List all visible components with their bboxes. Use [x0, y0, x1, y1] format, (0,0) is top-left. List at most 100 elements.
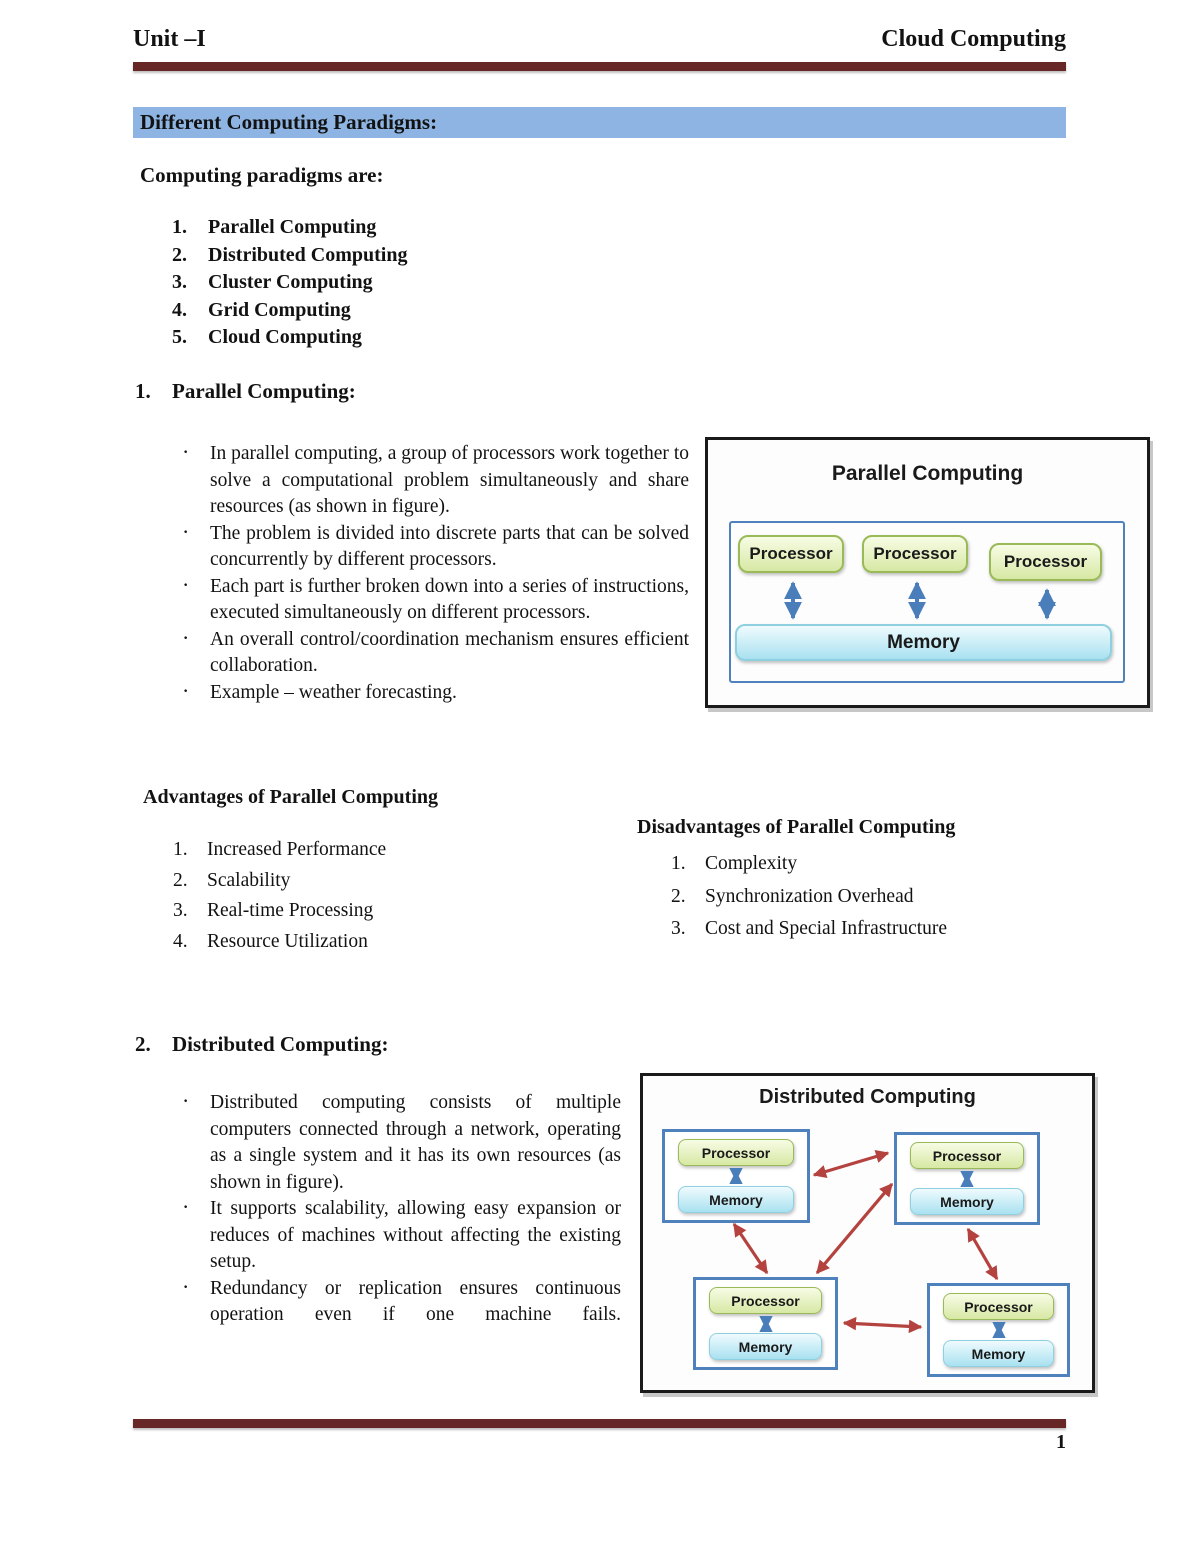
bullet-dot: · [182, 1273, 190, 1299]
parallel-computing-diagram: Parallel Computing Processor Processor P… [705, 437, 1150, 708]
up-down-arrow-icon [758, 1315, 773, 1332]
list-item: 5. Cloud Computing [172, 324, 407, 352]
section-number: 1. [135, 379, 151, 403]
section-number: 2. [135, 1032, 151, 1056]
list-item: 4.Resource Utilization [173, 930, 368, 952]
item-text: Distributed Computing [208, 243, 408, 266]
memory-box: Memory [678, 1186, 794, 1213]
bullet-dot: · [182, 1088, 190, 1113]
section-heading-parallel: 1. Parallel Computing: [135, 379, 356, 404]
item-number: 5. [172, 326, 187, 349]
shared-memory-system-frame [729, 521, 1125, 683]
list-item: 3.Real-time Processing [173, 900, 374, 921]
list-item: 3. Cluster Computing [172, 269, 407, 297]
diagram-title: Distributed Computing [759, 1086, 976, 1108]
memory-box: Memory [709, 1333, 822, 1360]
disadvantages-title: Disadvantages of Parallel Computing [637, 816, 956, 838]
up-down-arrow-icon [729, 1168, 743, 1184]
up-down-arrow-icon [960, 1170, 974, 1187]
item-text: Cluster Computing [208, 271, 373, 294]
processor-box: Processor [989, 543, 1102, 581]
network-link-arrow [842, 1316, 923, 1334]
bullet-dot: · [182, 439, 190, 464]
paradigm-list: 1. Parallel Computing 2. Distributed Compu… [172, 214, 407, 352]
bullet-dot: · [182, 571, 190, 597]
network-link-arrow [966, 1227, 999, 1281]
advantages-list: 1.Increased Performance 2.Scalability 3.… [143, 835, 573, 957]
network-link-arrow [812, 1150, 890, 1178]
list-item: · Each part is further broken down into a… [178, 571, 689, 627]
list-item: · In parallel computing, a group of proce… [178, 439, 689, 521]
item-text: Cloud Computing [208, 326, 362, 349]
bullet-text: It supports scalability, allowing easy e… [210, 1198, 621, 1272]
header-course-title: Cloud Computing [881, 26, 1066, 52]
bullet-text: Each part is further broken down into a … [210, 575, 689, 624]
bullet-dot: · [182, 677, 190, 703]
bullet-dot: · [182, 1194, 190, 1219]
network-link-arrow [732, 1222, 769, 1275]
bullet-text: Example – weather forecasting. [210, 681, 457, 703]
processor-box: Processor [738, 535, 844, 573]
disadvantages-list: 1.Complexity 2.Synchronization Overhead … [637, 848, 1077, 946]
section-title: Distributed Computing: [172, 1032, 389, 1056]
bullet-text: The problem is divided into discrete par… [210, 522, 689, 571]
bullet-text: An overall control/coordination mechanis… [210, 628, 689, 677]
disadvantages-block: Disadvantages of Parallel Computing 1.Co… [637, 816, 1077, 946]
list-item: 3.Cost and Special Infrastructure [671, 918, 948, 939]
parallel-bullet-list: · In parallel computing, a group of proce… [178, 439, 689, 707]
intro-line: Computing paradigms are: [140, 163, 384, 187]
list-item: · It supports scalability, allowing easy … [178, 1194, 621, 1276]
bullet-dot: · [182, 518, 190, 544]
bullet-text: Distributed computing consists of multip… [210, 1092, 621, 1193]
item-text: Parallel Computing [208, 216, 377, 238]
memory-box: Memory [943, 1340, 1054, 1367]
list-item: 1. Parallel Computing [172, 214, 407, 242]
advantages-title: Advantages of Parallel Computing [143, 786, 438, 808]
list-item: 1.Increased Performance [173, 839, 387, 860]
footer-rule-bar [133, 1419, 1066, 1428]
headline-text: Different Computing Paradigms: [140, 110, 438, 134]
item-number: 4. [172, 298, 187, 321]
list-item: 2. Distributed Computing [172, 242, 407, 270]
bullet-text: In parallel computing, a group of proces… [210, 443, 689, 517]
list-item: 2.Synchronization Overhead [671, 885, 914, 907]
page-header: Unit –I Cloud Computing [133, 26, 1066, 53]
computer-node: Processor Memory [662, 1129, 810, 1223]
up-down-arrow-icon [991, 1322, 1006, 1338]
processor-box: Processor [862, 535, 968, 573]
network-link-arrow [815, 1182, 894, 1275]
item-text: Grid Computing [208, 298, 351, 321]
bullet-dot: · [182, 624, 190, 650]
memory-box: Memory [910, 1188, 1024, 1215]
list-item: 2.Scalability [173, 869, 291, 891]
item-number: 3. [172, 271, 187, 294]
processor-box: Processor [943, 1293, 1054, 1320]
list-item: 1.Complexity [671, 853, 798, 874]
diagram-title: Parallel Computing [831, 462, 1024, 485]
item-number: 1. [172, 216, 187, 238]
header-rule-bar [133, 62, 1066, 71]
list-item: 4. Grid Computing [172, 297, 407, 325]
advantages-block: Advantages of Parallel Computing 1.Incre… [143, 786, 573, 957]
processor-box: Processor [678, 1139, 794, 1166]
distributed-computing-diagram: Distributed Computing Processor Memory P… [640, 1073, 1095, 1393]
computer-node: Processor Memory [894, 1132, 1040, 1225]
list-item: · The problem is divided into discrete pa… [178, 518, 689, 574]
distributed-bullet-list: · Distributed computing consists of multi… [178, 1088, 621, 1329]
processor-box: Processor [709, 1287, 822, 1314]
section-headline-highlighted: Different Computing Paradigms: [133, 107, 1066, 138]
list-item: · Example – weather forecasting. [178, 677, 689, 707]
processor-box: Processor [910, 1142, 1024, 1169]
section-title: Parallel Computing: [172, 379, 356, 403]
list-item: · Distributed computing consists of multi… [178, 1088, 621, 1196]
page-number: 1 [1056, 1431, 1066, 1453]
section-heading-distributed: 2. Distributed Computing: [135, 1032, 388, 1057]
memory-box: Memory [735, 624, 1112, 661]
header-unit-title: Unit –I [133, 26, 206, 52]
item-number: 2. [172, 243, 187, 266]
bullet-text: Redundancy or replication ensures contin… [210, 1277, 621, 1326]
list-item: · Redundancy or replication ensures conti… [178, 1273, 621, 1329]
computer-node: Processor Memory [927, 1283, 1070, 1377]
list-item: · An overall control/coordination mechani… [178, 624, 689, 680]
